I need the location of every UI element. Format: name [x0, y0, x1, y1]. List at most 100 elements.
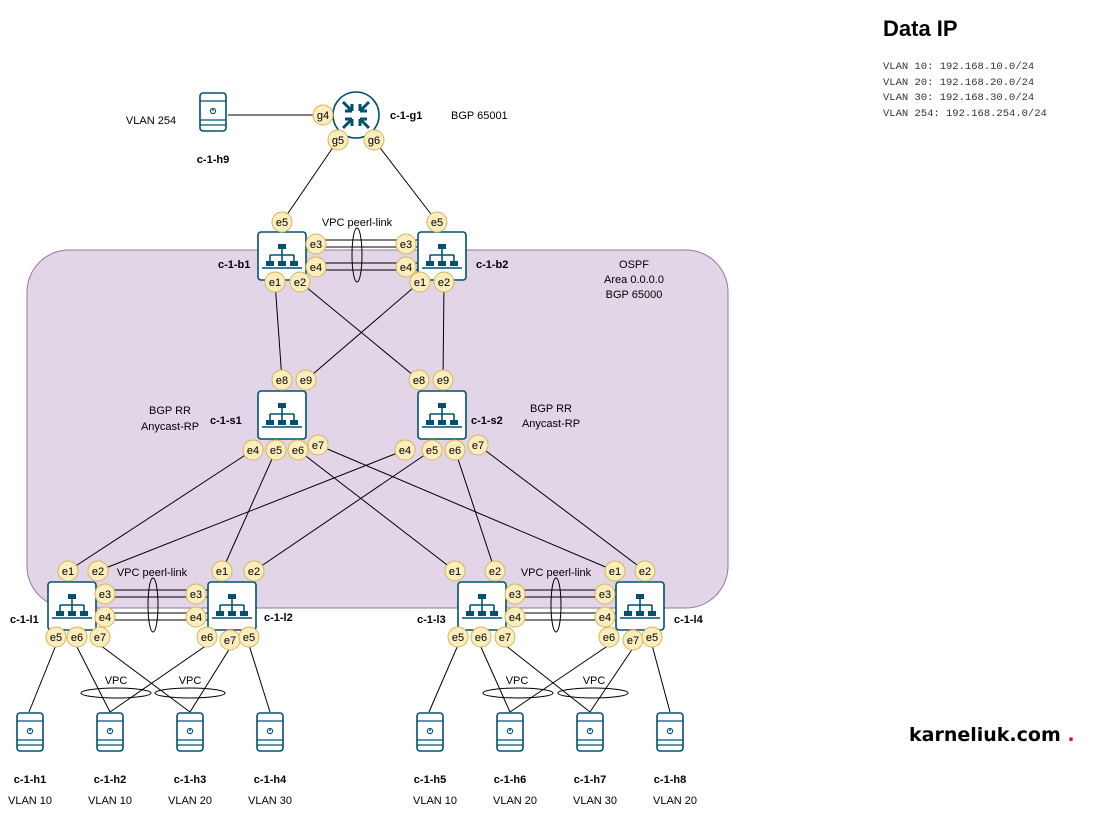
- port-b2-e4: e4: [400, 262, 412, 274]
- device-c-1-b2[interactable]: c-1-b2: [417, 231, 508, 281]
- port-b2-e5: e5: [431, 217, 443, 229]
- port-s2-e4: e4: [399, 445, 411, 457]
- gateway-asn: BGP 65001: [451, 110, 508, 122]
- device-label-s2: c-1-s2: [471, 415, 503, 427]
- port-l3-e5: e5: [452, 632, 464, 644]
- device-c-1-l1[interactable]: c-1-l1: [10, 581, 97, 631]
- switch-icon: [615, 581, 665, 631]
- port-l1-e5: e5: [50, 632, 62, 644]
- host-vlan-h2: VLAN 10: [88, 795, 132, 807]
- port-l4-e5: e5: [646, 632, 658, 644]
- device-c-1-h6[interactable]: c-1-h6 VLAN 20: [493, 712, 537, 807]
- switch-icon: [457, 581, 507, 631]
- server-icon: [576, 712, 604, 752]
- port-s1-e9: e9: [300, 375, 312, 387]
- server-icon: [416, 712, 444, 752]
- host-vlan-h7: VLAN 30: [573, 795, 617, 807]
- device-label-h5: c-1-h5: [414, 774, 446, 786]
- device-c-1-h4[interactable]: c-1-h4 VLAN 30: [248, 712, 292, 807]
- device-c-1-h5[interactable]: c-1-h5 VLAN 10: [413, 712, 457, 807]
- host-vlan-h6: VLAN 20: [493, 795, 537, 807]
- port-b2-e3: e3: [400, 239, 412, 251]
- peerlink-label-l34: VPC peerl-link: [521, 567, 592, 579]
- device-label-s1: c-1-s1: [210, 415, 242, 427]
- s1-role-2: Anycast-RP: [141, 421, 199, 433]
- device-c-1-h8[interactable]: c-1-h8 VLAN 20: [653, 712, 697, 807]
- s2-role-2: Anycast-RP: [522, 418, 580, 430]
- peerlink-bundle-b: [351, 227, 363, 283]
- server-icon: [96, 712, 124, 752]
- port-s1-e7: e7: [312, 440, 324, 452]
- device-c-1-l4[interactable]: c-1-l4: [615, 581, 704, 631]
- port-g1-g6: g6: [368, 135, 380, 147]
- device-label-h8: c-1-h8: [654, 774, 686, 786]
- vpc-label-2: VPC: [179, 675, 202, 687]
- brand-name: karneliuk.com: [909, 724, 1061, 746]
- device-c-1-s1[interactable]: c-1-s1 BGP RR Anycast-RP: [141, 390, 307, 440]
- fabric-area-label-3: BGP 65000: [606, 289, 663, 301]
- device-label-l3: c-1-l3: [417, 614, 446, 626]
- data-ip-title: Data IP: [883, 16, 958, 41]
- port-l3-e4: e4: [509, 612, 521, 624]
- device-c-1-g1[interactable]: c-1-g1 BGP 65001: [331, 90, 508, 140]
- device-label-b2: c-1-b2: [476, 259, 508, 271]
- brand-logo[interactable]: karneliuk.com .: [909, 724, 1075, 746]
- device-label-h7: c-1-h7: [574, 774, 606, 786]
- s1-role-1: BGP RR: [149, 405, 191, 417]
- port-l2-e7: e7: [224, 635, 236, 647]
- server-icon: [256, 712, 284, 752]
- brand-dot: .: [1067, 724, 1075, 746]
- fabric-area-label-1: OSPF: [619, 259, 649, 271]
- port-l2-e5: e5: [243, 632, 255, 644]
- port-b1-e4: e4: [310, 262, 322, 274]
- host-vlan-h1: VLAN 10: [8, 795, 52, 807]
- device-label-h6: c-1-h6: [494, 774, 526, 786]
- vlan-subnet-line: VLAN 10: 192.168.10.0/24: [883, 61, 1035, 73]
- server-icon: [496, 712, 524, 752]
- switch-icon: [257, 390, 307, 440]
- port-s2-e9: e9: [437, 375, 449, 387]
- port-l3-e2: e2: [489, 566, 501, 578]
- port-l1-e2: e2: [92, 566, 104, 578]
- port-s2-e5: e5: [426, 445, 438, 457]
- host-vlan-h8: VLAN 20: [653, 795, 697, 807]
- port-l3-e3: e3: [509, 589, 521, 601]
- port-l1-e7: e7: [94, 632, 106, 644]
- vlan-subnet-line: VLAN 20: 192.168.20.0/24: [883, 76, 1035, 89]
- port-l2-e6: e6: [201, 632, 213, 644]
- device-c-1-h9[interactable]: c-1-h9 VLAN 254: [126, 92, 229, 166]
- device-c-1-l3[interactable]: c-1-l3: [417, 581, 507, 631]
- device-c-1-h3[interactable]: c-1-h3 VLAN 20: [168, 712, 212, 807]
- port-l1-e4: e4: [99, 612, 111, 624]
- link-g6-b2: [373, 139, 438, 223]
- port-s2-e8: e8: [413, 375, 425, 387]
- device-label-l1: c-1-l1: [10, 614, 39, 626]
- vpc-bundle-h3: [154, 687, 226, 699]
- port-g1-g5: g5: [332, 135, 344, 147]
- device-label-l2: c-1-l2: [264, 612, 293, 624]
- device-label-g1: c-1-g1: [390, 110, 422, 122]
- host-vlan-h4: VLAN 30: [248, 795, 292, 807]
- host-vlan-h3: VLAN 20: [168, 795, 212, 807]
- server-icon: [176, 712, 204, 752]
- device-c-1-h7[interactable]: c-1-h7 VLAN 30: [573, 712, 617, 807]
- port-l4-e4: e4: [599, 612, 611, 624]
- switch-icon: [207, 581, 257, 631]
- device-c-1-h2[interactable]: c-1-h2 VLAN 10: [88, 712, 132, 807]
- host-vlan-h5: VLAN 10: [413, 795, 457, 807]
- port-b2-e2: e2: [438, 277, 450, 289]
- data-ip-panel: Data IP VLAN 10: 192.168.10.0/24 VLAN 20…: [883, 16, 1113, 122]
- port-s1-e8: e8: [276, 375, 288, 387]
- peerlink-label-b: VPC peerl-link: [322, 217, 393, 229]
- device-c-1-h1[interactable]: c-1-h1 VLAN 10: [8, 712, 52, 807]
- device-c-1-s2[interactable]: c-1-s2 BGP RR Anycast-RP: [417, 390, 580, 440]
- device-c-1-b1[interactable]: c-1-b1: [218, 231, 307, 281]
- port-s2-e7: e7: [472, 440, 484, 452]
- port-b1-e1: e1: [269, 277, 281, 289]
- vpc-bundle-h2: [80, 687, 152, 699]
- port-b1-e5: e5: [276, 217, 288, 229]
- port-l2-e4: e4: [190, 612, 202, 624]
- device-c-1-l2[interactable]: c-1-l2: [207, 581, 293, 631]
- port-l4-e2: e2: [639, 566, 651, 578]
